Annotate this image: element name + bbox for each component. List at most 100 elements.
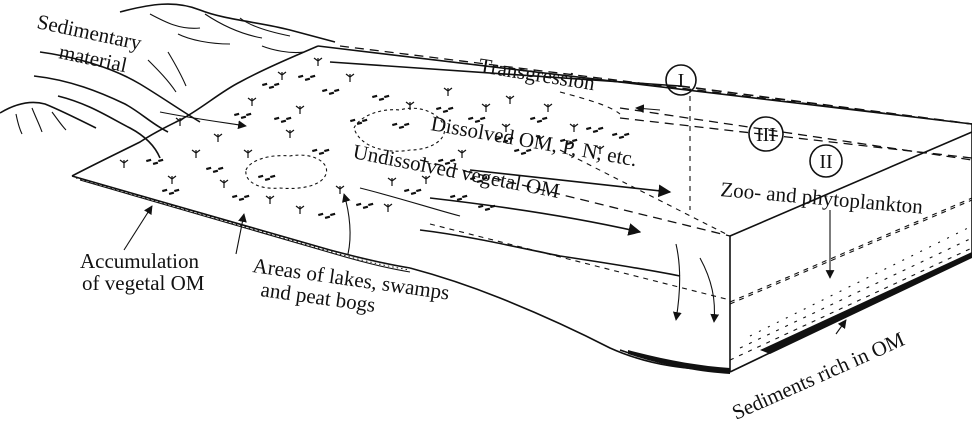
swamp-mark: [598, 127, 603, 130]
swamp-mark: [450, 195, 455, 198]
swamp-mark: [153, 162, 158, 165]
swamp-mark: [325, 216, 330, 219]
swamp-mark: [356, 203, 361, 206]
swamp-mark: [404, 189, 409, 192]
marker-two-text: II: [819, 151, 832, 173]
swamp-mark: [162, 189, 167, 192]
swamp-mark: [368, 203, 373, 206]
swamp-mark: [232, 195, 237, 198]
tree-icon: [406, 102, 414, 110]
swamp-mark: [286, 117, 291, 120]
tree-icon: [346, 74, 354, 82]
swamp-mark: [269, 86, 274, 89]
swamp-mark: [399, 126, 404, 129]
tree-icon: [266, 196, 274, 204]
swamp-mark: [362, 119, 367, 122]
swamp-mark: [246, 113, 251, 116]
label-sediments: Sediments rich in OM: [728, 327, 908, 425]
swamp-mark: [206, 167, 211, 170]
swamp-mark: [593, 130, 598, 133]
swamp-mark: [586, 127, 591, 130]
tree-icon: [388, 178, 396, 186]
tree-icon: [570, 124, 578, 132]
swamp-mark: [312, 149, 317, 152]
marker-three: III: [749, 117, 783, 151]
tree-icon: [458, 150, 466, 158]
swamp-mark: [169, 192, 174, 195]
swamp-mark: [310, 75, 315, 78]
swamp-mark: [624, 133, 629, 136]
swamp-mark: [274, 117, 279, 120]
swamp-mark: [462, 195, 467, 198]
swamp-mark: [241, 116, 246, 119]
swamp-mark: [322, 89, 327, 92]
swamp-mark: [158, 159, 163, 162]
swamp-mark: [274, 83, 279, 86]
swamp-mark: [318, 213, 323, 216]
swamp-mark: [213, 170, 218, 173]
swamp-mark: [319, 152, 324, 155]
label-plankton: Zoo- and phytoplankton: [720, 177, 925, 219]
swamp-mark: [262, 83, 267, 86]
swamp-mark: [363, 206, 368, 209]
swamp-mark: [372, 95, 377, 98]
tree-icon: [482, 104, 490, 112]
tree-icon: [314, 58, 322, 66]
swamp-mark: [258, 175, 263, 178]
swamp-mark: [411, 192, 416, 195]
swamp-mark: [485, 208, 490, 211]
swamp-mark: [619, 136, 624, 139]
swamp-mark: [305, 78, 310, 81]
swamp-mark: [324, 149, 329, 152]
marker-one-text: I: [678, 70, 685, 92]
tree-icon: [384, 204, 392, 212]
tree-icon: [220, 180, 228, 188]
tree-icon: [214, 134, 222, 142]
swamp-mark: [265, 178, 270, 181]
marker-three-text: III: [756, 124, 776, 146]
swamp-mark: [174, 189, 179, 192]
tree-icon: [248, 98, 256, 106]
swamp-mark: [330, 213, 335, 216]
lake-areas: [246, 108, 445, 188]
swamp-mark: [436, 107, 441, 110]
swamp-mark: [234, 113, 239, 116]
marker-two: II: [810, 145, 842, 177]
swamp-mark: [521, 152, 526, 155]
tree-icon: [286, 130, 294, 138]
swamp-mark: [537, 120, 542, 123]
swamp-mark: [281, 120, 286, 123]
tree-icon: [336, 186, 344, 194]
tree-icon: [192, 150, 200, 158]
swamp-mark: [350, 119, 355, 122]
tree-icon: [506, 96, 514, 104]
swamp-mark: [448, 107, 453, 110]
label-vegetal-om: of vegetal OM: [82, 271, 205, 295]
swamp-mark: [244, 195, 249, 198]
swamp-mark: [404, 123, 409, 126]
swamp-mark: [612, 133, 617, 136]
swamp-mark: [329, 92, 334, 95]
tree-icon: [120, 160, 128, 168]
tree-icon: [278, 72, 286, 80]
tree-icon: [296, 206, 304, 214]
tree-icon: [168, 176, 176, 184]
tree-icon: [296, 106, 304, 114]
swamp-mark: [379, 98, 384, 101]
swamp-mark: [392, 123, 397, 126]
swamp-mark: [239, 198, 244, 201]
tree-icon: [544, 104, 552, 112]
swamp-mark: [146, 159, 151, 162]
swamp-mark: [298, 75, 303, 78]
swamp-mark: [384, 95, 389, 98]
tree-icon: [244, 150, 252, 158]
swamp-mark: [530, 117, 535, 120]
swamp-mark: [416, 189, 421, 192]
tree-icon: [444, 88, 452, 96]
swamp-mark: [334, 89, 339, 92]
label-transgression: Transgression: [477, 53, 597, 95]
label-accumulation: Accumulation: [80, 249, 199, 273]
marker-one: I: [666, 65, 696, 95]
swamp-mark: [542, 117, 547, 120]
